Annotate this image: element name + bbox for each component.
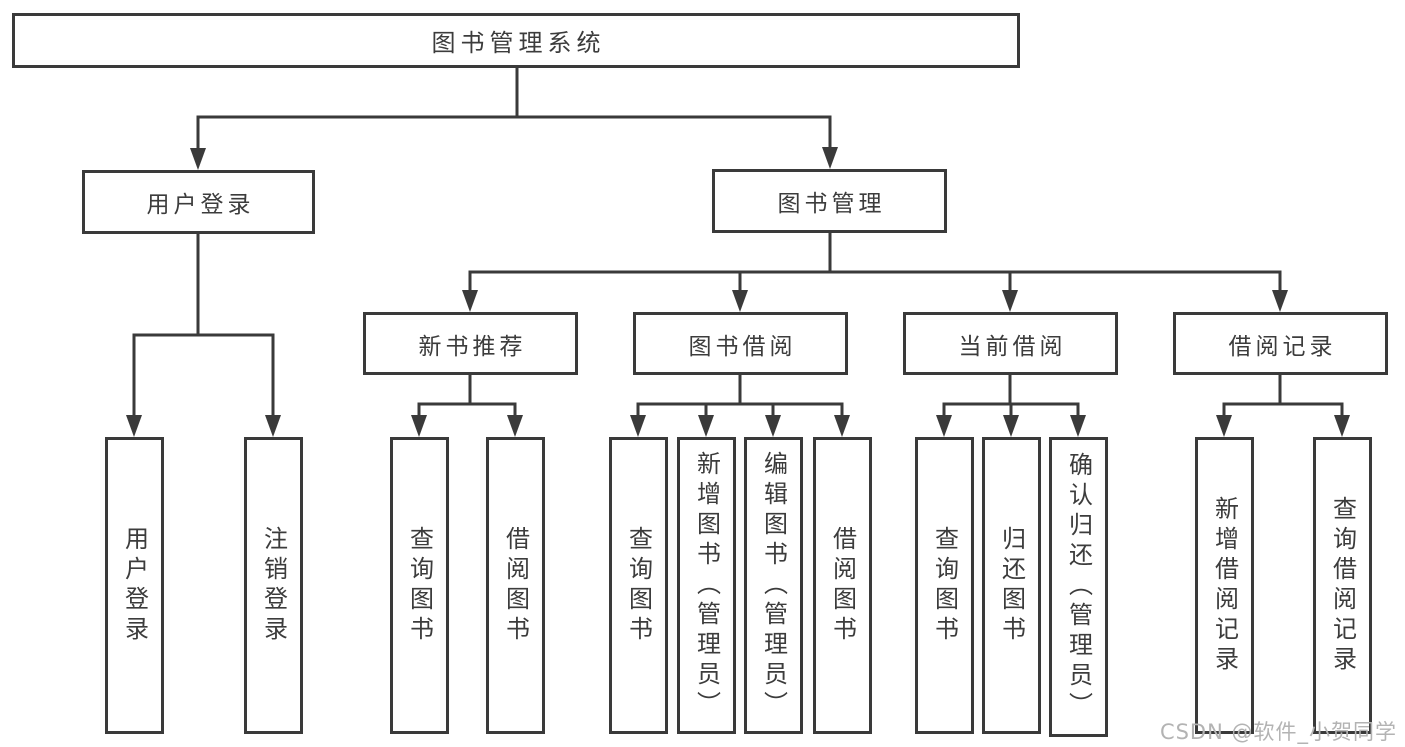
- leaf-add-books-admin: 新增图书（管理员）: [677, 437, 736, 734]
- leaf-query-books-recommend: 查询图书: [390, 437, 449, 734]
- node-user-login-branch: 用户登录: [82, 170, 315, 234]
- node-new-book-recommend: 新书推荐: [363, 312, 578, 375]
- leaf-query-books-borrowing: 查询图书: [609, 437, 668, 734]
- leaf-query-books-current: 查询图书: [915, 437, 974, 734]
- leaf-logout: 注销登录: [244, 437, 303, 734]
- leaf-add-borrow-record: 新增借阅记录: [1195, 437, 1254, 734]
- leaf-query-borrow-record: 查询借阅记录: [1313, 437, 1372, 734]
- node-current-borrowing: 当前借阅: [903, 312, 1118, 375]
- node-book-borrowing: 图书借阅: [633, 312, 848, 375]
- leaf-borrow-books: 借阅图书: [813, 437, 872, 734]
- leaf-borrow-books-recommend: 借阅图书: [486, 437, 545, 734]
- node-book-management-branch: 图书管理: [712, 169, 947, 233]
- leaf-return-books: 归还图书: [982, 437, 1041, 734]
- node-borrowing-records: 借阅记录: [1173, 312, 1388, 375]
- csdn-watermark: CSDN @软件_小贺同学: [1159, 720, 1397, 744]
- leaf-edit-books-admin: 编辑图书（管理员）: [744, 437, 803, 734]
- node-root-library-system: 图书管理系统: [12, 13, 1020, 68]
- leaf-user-login: 用户登录: [105, 437, 164, 734]
- leaf-confirm-return-admin: 确认归还（管理员）: [1049, 437, 1108, 737]
